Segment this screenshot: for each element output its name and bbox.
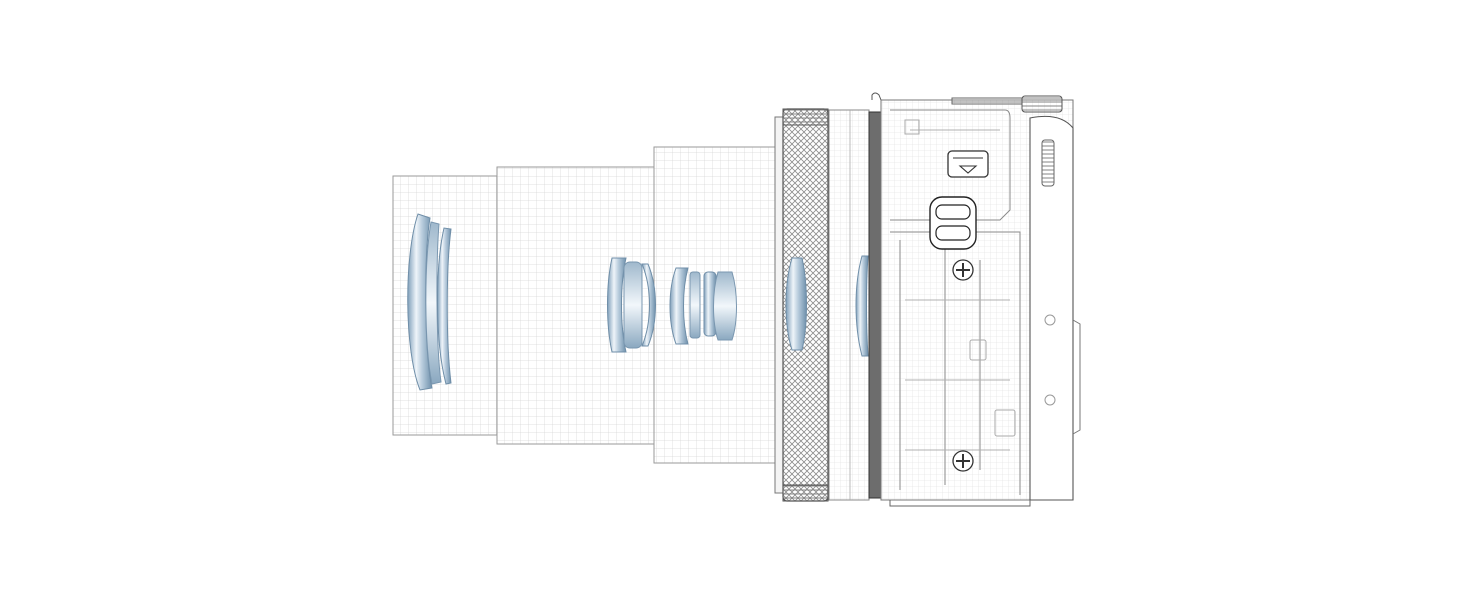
lens-elements [407, 213, 869, 391]
lens-element-icon [607, 257, 627, 353]
lens-element-icon [785, 257, 807, 351]
lens-element-icon [425, 221, 442, 385]
lens-element-icon [855, 255, 869, 357]
lens-element-icon [407, 213, 433, 391]
screw-icon [952, 259, 974, 281]
mode-switch-icon [929, 150, 989, 250]
lens-element-icon [623, 261, 643, 349]
camera-body [871, 92, 1081, 507]
lens-collar [828, 109, 882, 501]
screw-icon [952, 450, 974, 472]
lens-element-icon [689, 271, 701, 339]
lens-element-icon [669, 267, 689, 345]
lens-element-icon [436, 227, 452, 385]
lens-element-icon [641, 263, 656, 347]
lens-element-icon [713, 271, 737, 341]
